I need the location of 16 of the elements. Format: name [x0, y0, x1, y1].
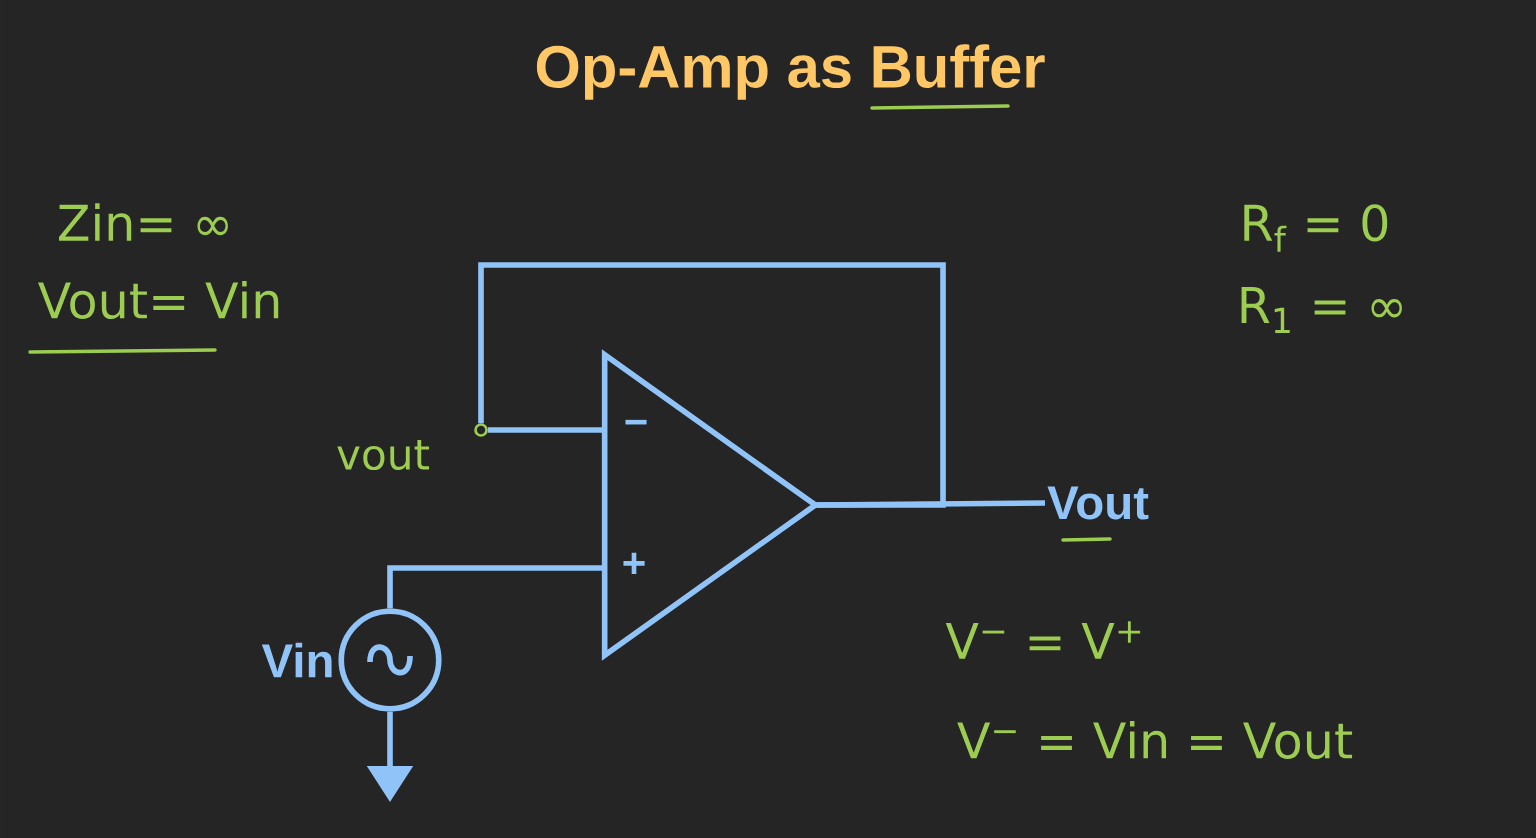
- note-text: Vout= Vin: [38, 281, 279, 320]
- note-text: V$^{−}$ = V$^{+}$: [945, 621, 1141, 659]
- title: Op-Amp as Buffer: [536, 44, 1045, 100]
- ac-source-symbol: [338, 608, 442, 712]
- source-label: Vin: [261, 642, 332, 678]
- output-label: Vout: [1047, 486, 1149, 520]
- node-label: vout: [337, 439, 430, 471]
- wire: [478, 262, 946, 508]
- minus-sign: −: [625, 419, 647, 425]
- wire: [487, 427, 605, 433]
- note-text: V$^{−}$ = Vin = Vout: [957, 721, 1353, 760]
- note-text: R$_{f}$ = 0: [1244, 204, 1388, 252]
- note-text: R$_{1}$ = ∞: [1241, 287, 1402, 333]
- note-text: Zin= ∞: [59, 203, 228, 241]
- wire: [387, 565, 605, 609]
- plus-sign: +: [623, 552, 645, 575]
